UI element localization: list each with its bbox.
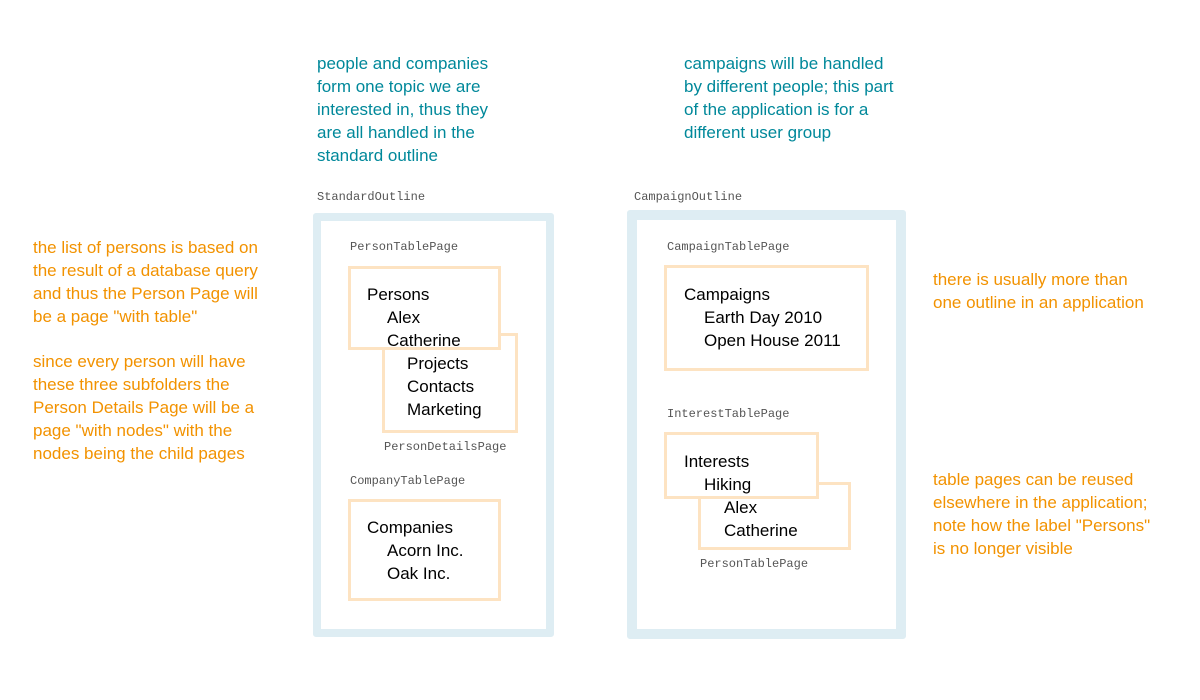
person-details-page-label: PersonDetailsPage: [384, 440, 507, 454]
company-table-page-label: CompanyTablePage: [350, 474, 466, 488]
campaign-row-open-house: Open House 2011: [704, 331, 841, 350]
campaign-row-earth-day: Earth Day 2010: [704, 308, 823, 327]
company-table-page: [348, 499, 501, 601]
reuse-note: table pages can be reused elsewhere in t…: [933, 470, 1151, 558]
campaign-outline-label: CampaignOutline: [634, 190, 743, 204]
node-projects: Projects: [407, 354, 469, 373]
person-row-alex: Alex: [387, 308, 421, 327]
person-table-page: [348, 266, 501, 350]
campaign-outline-note: campaigns will be handled by different p…: [684, 54, 894, 142]
reused-person-row-alex: Alex: [724, 498, 758, 517]
person-table-page-label: PersonTablePage: [350, 240, 459, 254]
person-table-note: the list of persons is based on the resu…: [33, 238, 258, 326]
person-details-note: since every person will have these three…: [33, 352, 255, 463]
persons-label: Persons: [367, 285, 430, 304]
interests-label: Interests: [684, 452, 750, 471]
campaigns-label: Campaigns: [684, 285, 770, 304]
standard-outline-label: StandardOutline: [317, 190, 426, 204]
company-row-oak: Oak Inc.: [387, 564, 451, 583]
companies-label: Companies: [367, 518, 453, 537]
campaign-table-page-label: CampaignTablePage: [667, 240, 790, 254]
interest-table-page-label: InterestTablePage: [667, 407, 790, 421]
node-marketing: Marketing: [407, 400, 482, 419]
node-contacts: Contacts: [407, 377, 475, 396]
person-row-catherine: Catherine: [387, 331, 461, 350]
reused-person-table-page-label: PersonTablePage: [700, 557, 809, 571]
interest-row-hiking: Hiking: [704, 475, 752, 494]
campaign-table-page: [664, 265, 869, 371]
standard-outline-note: people and companies form one topic we a…: [317, 54, 489, 165]
reused-person-row-catherine: Catherine: [724, 521, 798, 540]
interest-table-page: [664, 432, 819, 499]
company-row-acorn: Acorn Inc.: [387, 541, 464, 560]
multiple-outlines-note: there is usually more than one outline i…: [933, 270, 1144, 312]
